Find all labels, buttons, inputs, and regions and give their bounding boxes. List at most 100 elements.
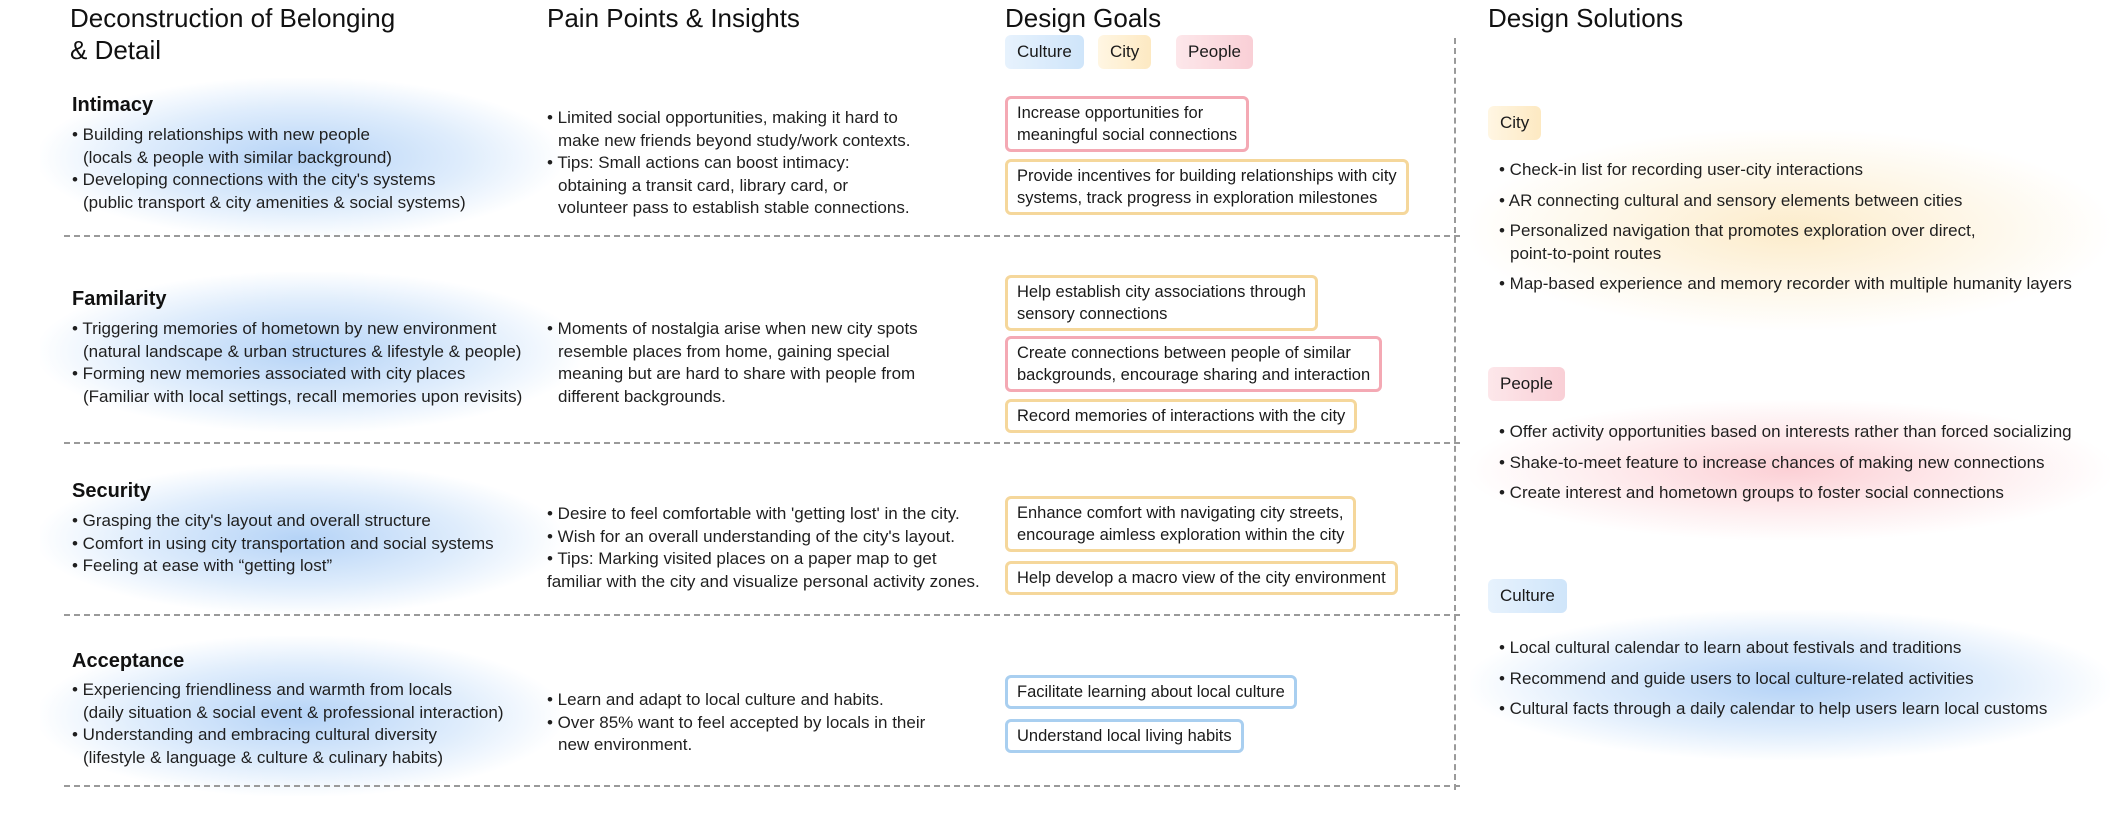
familarity-bullet-1: • Triggering memories of hometown by new…	[72, 319, 497, 338]
goal-familarity-2: Create connections between people of sim…	[1005, 336, 1383, 392]
security-bullet-2: • Comfort in using city transportation a…	[72, 533, 494, 553]
section-title-intimacy: Intimacy	[72, 94, 154, 116]
column-divider	[1454, 38, 1456, 790]
solution-culture-2: • Recommend and guide users to local cul…	[1499, 668, 1974, 688]
solution-city-3: • Personalized navigation that promotes …	[1499, 220, 2072, 265]
acceptance-bullet-1-sub: (daily situation & social event & profes…	[83, 702, 504, 722]
goal-intimacy-1: Increase opportunities for meaningful so…	[1005, 96, 1250, 152]
section-title-acceptance: Acceptance	[72, 650, 185, 672]
goal-line: sensory connections	[1017, 305, 1168, 323]
city-solutions-glow	[1470, 130, 2110, 330]
familarity-bullet-2-sub: (Familiar with local settings, recall me…	[83, 386, 523, 406]
security-pain-3: • Tips: Marking visited places on a pape…	[547, 549, 937, 568]
goal-acceptance-1: Facilitate learning about local culture	[1005, 675, 1297, 709]
goal-line: backgrounds, encourage sharing and inter…	[1017, 366, 1371, 384]
acceptance-pain: • Learn and adapt to local culture and h…	[547, 689, 925, 757]
goal-acceptance-2: Understand local living habits	[1005, 719, 1244, 753]
goal-line: encourage aimless exploration within the…	[1017, 526, 1345, 544]
goal-familarity-1: Help establish city associations through…	[1005, 275, 1318, 331]
solution-city-3-line1: • Personalized navigation that promotes …	[1499, 221, 1976, 240]
section-title-familarity: Familarity	[72, 288, 167, 310]
column-title-pain: Pain Points & Insights	[547, 3, 800, 33]
solution-city-2: • AR connecting cultural and sensory ele…	[1499, 190, 1963, 210]
intimacy-pain-3: • Tips: Small actions can boost intimacy…	[547, 153, 850, 172]
section-title-security: Security	[72, 480, 151, 502]
goal-line: Help establish city associations through	[1017, 283, 1306, 301]
goal-line: Understand local living habits	[1017, 727, 1232, 745]
security-bullet-1: • Grasping the city's layout and overall…	[72, 511, 431, 530]
acceptance-bullets: • Experiencing friendliness and warmth f…	[72, 679, 504, 769]
divider-1	[64, 235, 1460, 237]
goal-line: meaningful social connections	[1017, 126, 1238, 144]
goal-line: Enhance comfort with navigating city str…	[1017, 504, 1344, 522]
goal-line: systems, track progress in exploration m…	[1017, 189, 1378, 207]
intimacy-bullet-2-sub: (public transport & city amenities & soc…	[83, 192, 466, 212]
intimacy-pain-5: volunteer pass to establish stable conne…	[558, 198, 910, 217]
divider-2	[64, 442, 1460, 444]
column-title-deconstruction: Deconstruction of Belonging & Detail	[70, 2, 395, 66]
intimacy-bullet-1-sub: (locals & people with similar background…	[83, 147, 392, 167]
solutions-tag-city: City	[1488, 106, 1542, 140]
acceptance-pain-3: new environment.	[558, 735, 693, 754]
goal-line: Help develop a macro view of the city en…	[1017, 569, 1386, 587]
intimacy-pain-2: make new friends beyond study/work conte…	[558, 130, 911, 150]
acceptance-glow	[40, 636, 560, 796]
security-glow	[40, 464, 560, 614]
acceptance-pain-1: • Learn and adapt to local culture and h…	[547, 690, 884, 709]
security-bullets: • Grasping the city's layout and overall…	[72, 510, 494, 578]
divider-4	[64, 785, 1460, 787]
familarity-bullet-2: • Forming new memories associated with c…	[72, 364, 466, 383]
goal-line: Create connections between people of sim…	[1017, 344, 1351, 362]
column-title-deconstruction-line2: & Detail	[70, 35, 162, 65]
divider-3	[64, 614, 1460, 616]
intimacy-pain-4: obtaining a transit card, library card, …	[558, 175, 849, 195]
solution-people-3: • Create interest and hometown groups to…	[1499, 483, 2004, 502]
solution-people-2: • Shake-to-meet feature to increase chan…	[1499, 452, 2045, 472]
goal-line: Provide incentives for building relation…	[1017, 167, 1397, 185]
security-pain-2: • Wish for an overall understanding of t…	[547, 526, 955, 546]
solutions-tag-culture: Culture	[1488, 579, 1567, 613]
legend-city: City	[1098, 35, 1152, 69]
goal-familarity-3: Record memories of interactions with the…	[1005, 399, 1358, 433]
familarity-glow	[40, 272, 580, 432]
solutions-tag-people: People	[1488, 367, 1565, 401]
intimacy-bullets: • Building relationships with new people…	[72, 124, 466, 214]
solution-culture-3: • Cultural facts through a daily calenda…	[1499, 699, 2048, 718]
solution-culture-1: • Local cultural calendar to learn about…	[1499, 638, 1962, 657]
people-solutions-glow	[1470, 400, 2110, 540]
solution-city-3-line2: point-to-point routes	[1510, 243, 1662, 263]
goal-line: Increase opportunities for	[1017, 104, 1204, 122]
solutions-list-culture: • Local cultural calendar to learn about…	[1499, 637, 2047, 729]
familarity-pain-2: resemble places from home, gaining speci…	[558, 341, 890, 361]
security-pain: • Desire to feel comfortable with 'getti…	[547, 503, 980, 593]
intimacy-bullet-1: • Building relationships with new people	[72, 125, 370, 144]
goal-line: Record memories of interactions with the…	[1017, 407, 1346, 425]
intimacy-glow	[40, 78, 560, 238]
familarity-pain-4: different backgrounds.	[558, 386, 726, 406]
familarity-pain: • Moments of nostalgia arise when new ci…	[547, 318, 918, 408]
security-pain-1: • Desire to feel comfortable with 'getti…	[547, 504, 960, 523]
acceptance-pain-2: • Over 85% want to feel accepted by loca…	[547, 712, 926, 732]
legend-culture: Culture	[1005, 35, 1084, 69]
goal-intimacy-2: Provide incentives for building relation…	[1005, 159, 1409, 215]
acceptance-bullet-2-sub: (lifestyle & language & culture & culina…	[83, 747, 444, 767]
security-pain-4: familiar with the city and visualize per…	[547, 571, 980, 591]
solution-people-1: • Offer activity opportunities based on …	[1499, 422, 2072, 441]
security-bullet-3: • Feeling at ease with “getting lost”	[72, 556, 333, 575]
solutions-list-city: • Check-in list for recording user-city …	[1499, 159, 2072, 304]
column-title-deconstruction-line1: Deconstruction of Belonging	[70, 3, 396, 33]
intimacy-pain: • Limited social opportunities, making i…	[547, 107, 910, 220]
goal-security-2: Help develop a macro view of the city en…	[1005, 561, 1398, 595]
goal-line: Facilitate learning about local culture	[1017, 683, 1285, 701]
familarity-bullets: • Triggering memories of hometown by new…	[72, 318, 522, 408]
intimacy-pain-1: • Limited social opportunities, making i…	[547, 108, 898, 127]
legend-people: People	[1176, 35, 1253, 69]
familarity-pain-1: • Moments of nostalgia arise when new ci…	[547, 319, 918, 338]
goal-security-1: Enhance comfort with navigating city str…	[1005, 496, 1357, 552]
column-title-goals: Design Goals	[1005, 3, 1162, 33]
culture-solutions-glow	[1470, 610, 2110, 760]
familarity-bullet-1-sub: (natural landscape & urban structures & …	[83, 341, 522, 361]
solution-city-4: • Map-based experience and memory record…	[1499, 274, 2072, 293]
acceptance-bullet-1: • Experiencing friendliness and warmth f…	[72, 680, 453, 699]
solution-city-1: • Check-in list for recording user-city …	[1499, 160, 1864, 179]
